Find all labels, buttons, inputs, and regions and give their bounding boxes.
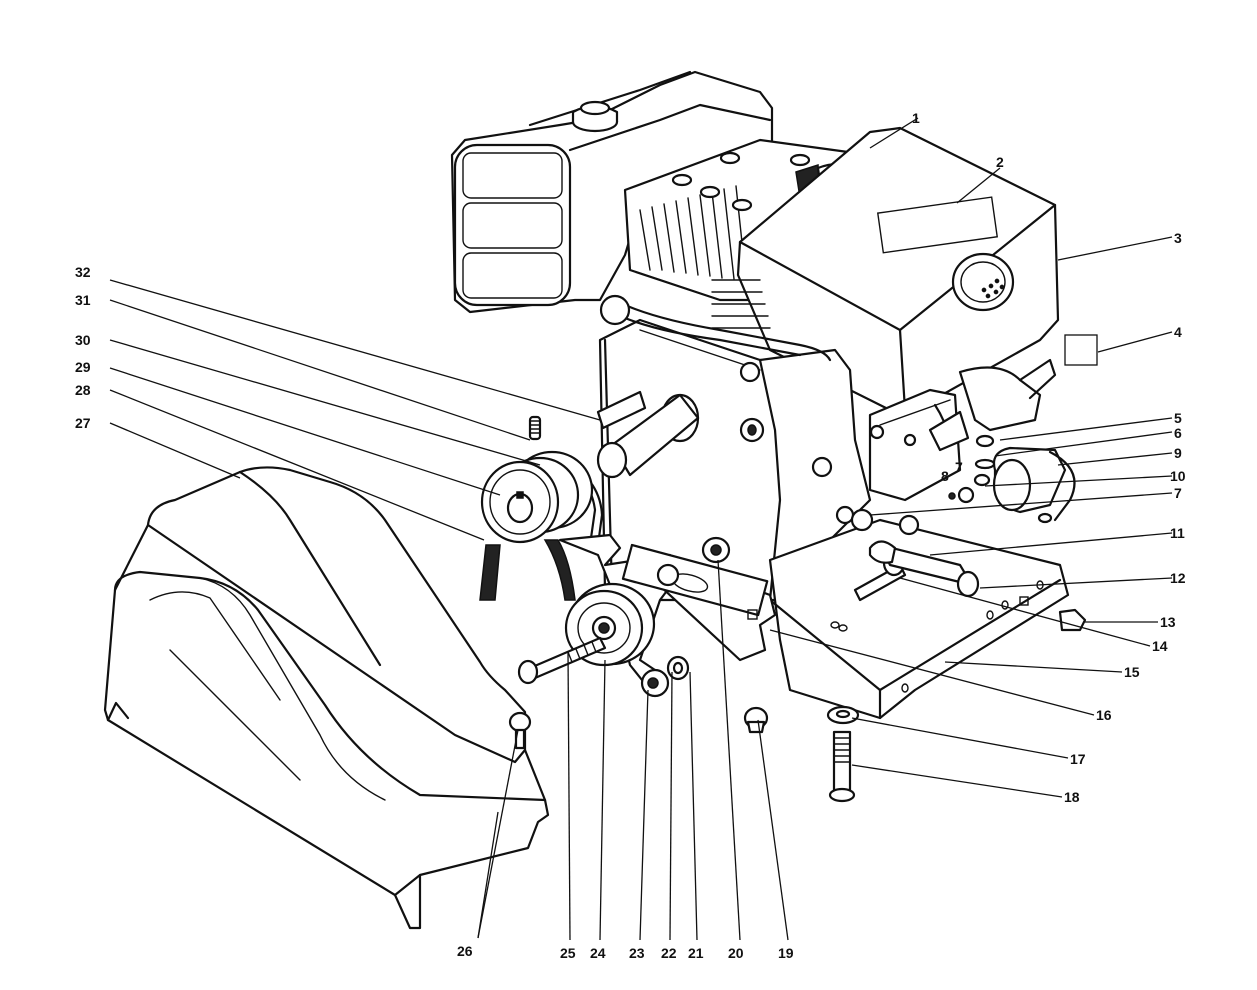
crankshaft bbox=[596, 390, 700, 479]
callout-labels: 1 2 3 4 5 6 7 8 9 10 7 11 12 13 14 15 16… bbox=[75, 110, 1186, 961]
callout-30: 30 bbox=[75, 332, 91, 348]
carburetor-linkage bbox=[868, 358, 1057, 502]
belt-guard bbox=[103, 466, 550, 930]
blower-housing bbox=[711, 126, 1060, 412]
callout-10: 10 bbox=[1170, 468, 1186, 484]
callout-9: 9 bbox=[1174, 445, 1182, 461]
callout-29: 29 bbox=[75, 359, 91, 375]
callout-20: 20 bbox=[728, 945, 744, 961]
callout-5: 5 bbox=[1174, 410, 1182, 426]
callout-1: 1 bbox=[912, 110, 920, 126]
callout-28: 28 bbox=[75, 382, 91, 398]
callout-32: 32 bbox=[75, 264, 91, 280]
callout-4: 4 bbox=[1174, 324, 1182, 340]
leader-lines bbox=[109, 117, 1173, 941]
callout-21: 21 bbox=[688, 945, 704, 961]
callout-15: 15 bbox=[1124, 664, 1140, 680]
callout-25: 25 bbox=[560, 945, 576, 961]
fasteners bbox=[508, 536, 1087, 803]
callout-7-upper: 7 bbox=[955, 459, 963, 475]
callout-26: 26 bbox=[457, 943, 473, 959]
callout-18: 18 bbox=[1064, 789, 1080, 805]
callout-8: 8 bbox=[941, 468, 949, 484]
callout-13: 13 bbox=[1160, 614, 1176, 630]
engine-pulley bbox=[479, 415, 604, 601]
callout-14: 14 bbox=[1152, 638, 1168, 654]
callout-19: 19 bbox=[778, 945, 794, 961]
callout-24: 24 bbox=[590, 945, 606, 961]
callout-17: 17 bbox=[1070, 751, 1086, 767]
idler-pulley-assembly bbox=[517, 533, 777, 698]
callout-16: 16 bbox=[1096, 707, 1112, 723]
callout-23: 23 bbox=[629, 945, 645, 961]
callout-31: 31 bbox=[75, 292, 91, 308]
callout-27: 27 bbox=[75, 415, 91, 431]
callout-6: 6 bbox=[1174, 425, 1182, 441]
fuel-tank bbox=[450, 70, 774, 314]
callout-3: 3 bbox=[1174, 230, 1182, 246]
engine-base-plate bbox=[768, 508, 1070, 720]
callout-11: 11 bbox=[1170, 525, 1185, 541]
callout-22: 22 bbox=[661, 945, 677, 961]
electric-starter bbox=[948, 434, 1076, 524]
callout-7-lower: 7 bbox=[1174, 485, 1182, 501]
callout-12: 12 bbox=[1170, 570, 1186, 586]
callout-2: 2 bbox=[996, 154, 1004, 170]
